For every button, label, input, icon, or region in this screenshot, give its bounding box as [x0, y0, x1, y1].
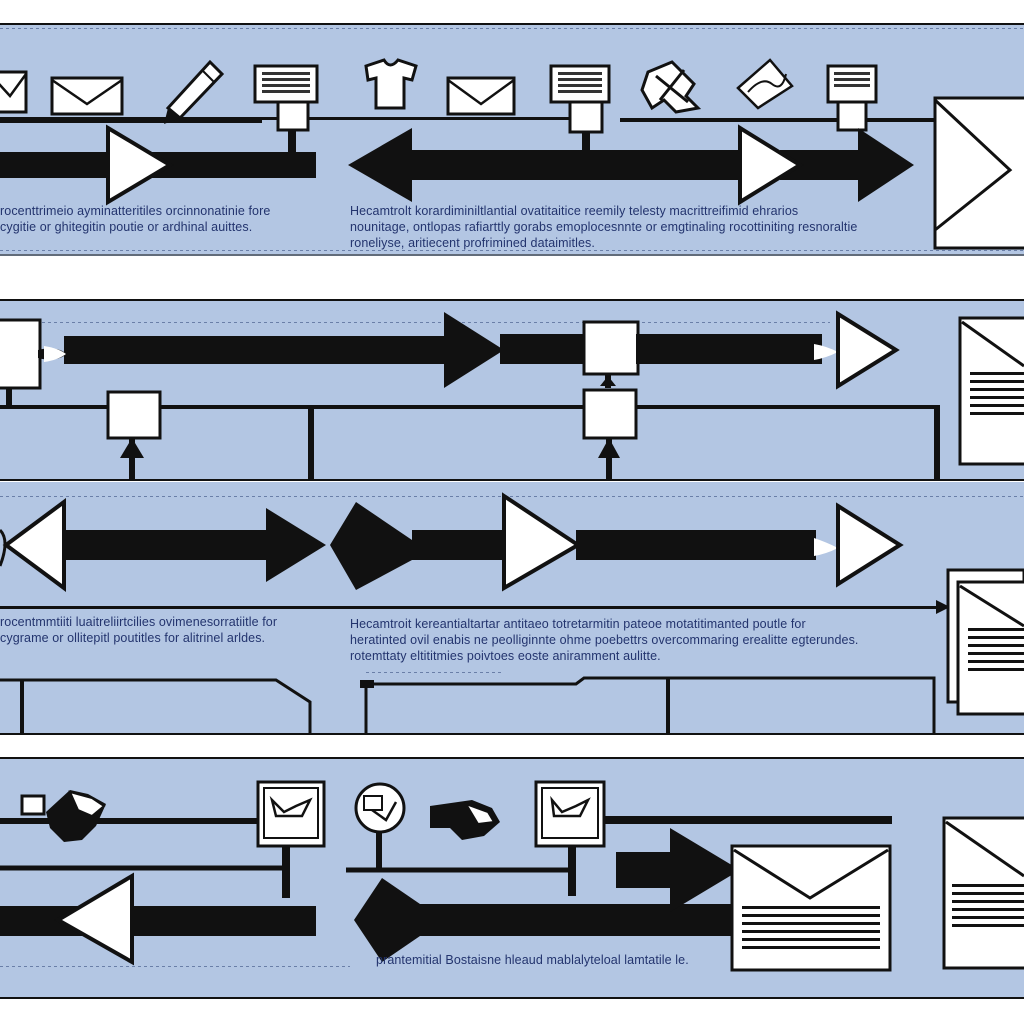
long-right-arrow — [38, 312, 504, 388]
checklist-circle-icon — [354, 782, 406, 834]
right-arrow — [738, 124, 914, 206]
caption-line: cygrame or ollitepitl poutitles for alit… — [0, 631, 266, 645]
right-arrow — [616, 828, 740, 912]
left-arrow — [354, 878, 740, 962]
right-arrow — [814, 502, 904, 588]
card-box — [0, 318, 42, 390]
caption-line: rocenttrimeio ayminatteritiles orcinnona… — [0, 204, 271, 218]
right-arrow — [814, 310, 900, 390]
inbox-tray-icon — [534, 780, 606, 848]
caption-line: Hecamtroit kereantialtartar antitaeo tot… — [350, 617, 806, 631]
flow-line — [620, 118, 940, 122]
envelope-card-icon — [933, 96, 1024, 250]
right-arrow — [64, 508, 326, 582]
pencil-icon — [164, 59, 225, 124]
right-arrow — [0, 124, 316, 206]
right-arrow — [330, 492, 582, 592]
document-stack-icon — [946, 568, 1024, 716]
caption-block: rocentmmtiiti luaitreliirtcilies ovimene… — [0, 614, 310, 646]
card-box — [582, 320, 640, 376]
flow-line — [262, 117, 592, 120]
inbox-tray-icon — [256, 780, 326, 848]
flow-line — [0, 117, 262, 123]
caption-line: nounitage, ontlopas rafiarttly gorabs em… — [350, 220, 858, 234]
caption-block: Hecamtroit kereantialtartar antitaeo tot… — [350, 616, 890, 664]
envelope-card-icon — [730, 844, 892, 972]
envelope-icon — [0, 70, 28, 114]
caption-line: Hecamtrolt korardiminiltlantial ovatitai… — [350, 204, 799, 218]
handshake-icon — [430, 800, 500, 840]
document-lines-icon — [958, 316, 1024, 466]
left-arrow — [348, 128, 750, 202]
left-arrow — [0, 872, 316, 966]
tshirt-icon — [364, 58, 418, 110]
caption-block: Hecamtrolt korardiminiltlantial ovatitai… — [350, 203, 895, 251]
card-box — [582, 388, 638, 440]
flow-line — [0, 818, 258, 824]
band-1 — [0, 23, 1024, 256]
envelope-icon — [446, 76, 516, 116]
chart-card-icon — [736, 58, 794, 110]
flow-line — [600, 816, 892, 824]
caption-line: roneliyse, aritiecent profrimined dataim… — [350, 236, 595, 250]
caption-line: cygitie or ghitegitin poutie or ardhinal… — [0, 220, 253, 234]
flow-line — [0, 606, 940, 609]
band-4 — [0, 757, 1024, 999]
handshake-icon — [20, 790, 106, 842]
band-2 — [0, 299, 1024, 481]
caption-block: prantemitial Bostaisne hleaud mablalytel… — [376, 952, 726, 968]
caption-line: heratinted ovil enabis ne peolliginnte o… — [350, 633, 859, 647]
card-box — [106, 390, 162, 440]
flow-line — [0, 405, 940, 409]
document-icon — [826, 64, 878, 132]
document-lines-icon — [942, 816, 1024, 970]
caption-line: prantemitial Bostaisne hleaud mablalytel… — [376, 953, 689, 967]
envelope-icon — [50, 76, 124, 116]
document-icon — [549, 64, 611, 134]
band-3 — [0, 482, 1024, 735]
caption-line: rotemttaty eltititmies poivtoes eoste an… — [350, 649, 661, 663]
caption-line: rocentmmtiiti luaitreliirtcilies ovimene… — [0, 615, 278, 629]
puzzle-icon — [640, 60, 702, 114]
caption-block: rocenttrimeio ayminatteritiles orcinnona… — [0, 203, 310, 235]
